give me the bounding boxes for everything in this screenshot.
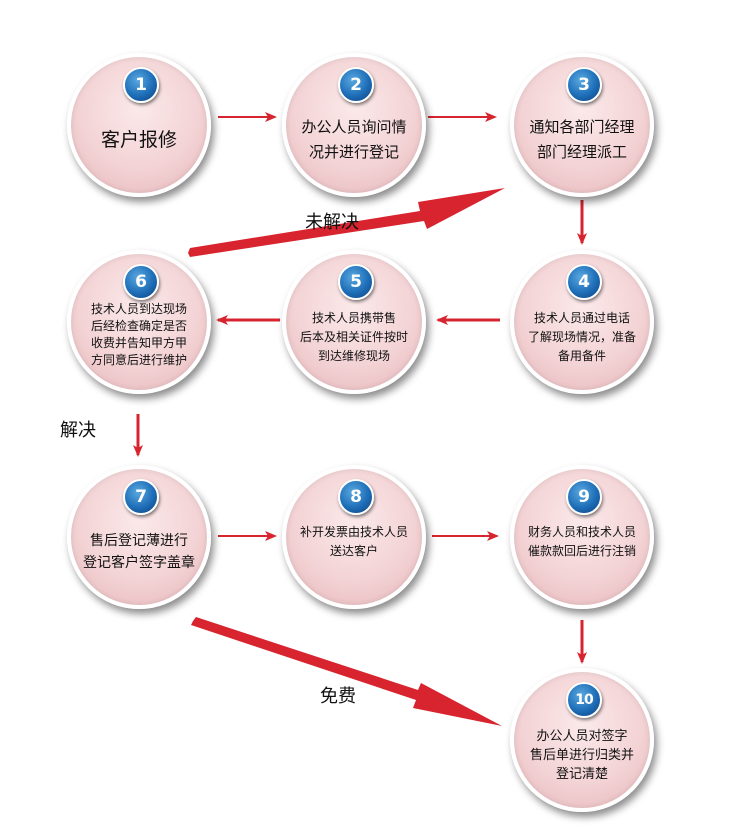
step-7-node: 7 售后登记薄进行 登记客户签字盖章 bbox=[67, 465, 211, 609]
step-3-badge: 3 bbox=[566, 67, 602, 103]
step-1-badge: 1 bbox=[123, 67, 159, 103]
step-2-node: 2 办公人员询问情 况并进行登记 bbox=[282, 53, 426, 197]
step-7-badge: 7 bbox=[123, 479, 159, 515]
step-2-badge: 2 bbox=[338, 67, 374, 103]
step-9-badge: 9 bbox=[566, 479, 602, 515]
step-4-label: 技术人员通过电话 了解现场情况，准备 备用备件 bbox=[527, 310, 636, 363]
step-5-node: 5 技术人员携带售 后本及相关证件按时 到达维修现场 bbox=[282, 250, 426, 394]
step-6-badge: 6 bbox=[123, 264, 159, 300]
step-4-node: 4 技术人员通过电话 了解现场情况，准备 备用备件 bbox=[510, 250, 654, 394]
step-8-node: 8 补开发票由技术人员 送达客户 bbox=[282, 465, 426, 609]
edge-label-unresolved: 未解决 bbox=[305, 212, 359, 233]
step-9-node: 9 财务人员和技术人员 催款款回后进行注销 bbox=[510, 465, 654, 609]
step-2-label: 办公人员询问情 况并进行登记 bbox=[301, 118, 407, 161]
step-3-label: 通知各部门经理 部门经理派工 bbox=[529, 118, 635, 161]
step-4-badge: 4 bbox=[566, 264, 602, 300]
step-10-node: 10 办公人员对签字 售后单进行归类并 登记清楚 bbox=[510, 668, 654, 812]
step-9-label: 财务人员和技术人员 催款款回后进行注销 bbox=[527, 525, 636, 558]
step-8-label: 补开发票由技术人员 送达客户 bbox=[299, 525, 408, 558]
step-7-label: 售后登记薄进行 登记客户签字盖章 bbox=[83, 533, 195, 571]
step-10-label: 办公人员对签字 售后单进行归类并 登记清楚 bbox=[529, 728, 634, 782]
step-1-node: 1 客户报修 bbox=[67, 53, 211, 197]
step-10-badge: 10 bbox=[566, 682, 602, 718]
step-6-node: 6 技术人员到达现场 后经检查确定是否 收费并告知甲方甲 方同意后进行维护 bbox=[67, 250, 211, 394]
edge-label-free: 免费 bbox=[320, 686, 356, 707]
step-5-label: 技术人员携带售 后本及相关证件按时 到达维修现场 bbox=[299, 310, 408, 363]
arrow-6-to-3-unresolved bbox=[188, 188, 505, 257]
step-5-badge: 5 bbox=[338, 264, 374, 300]
step-8-badge: 8 bbox=[338, 479, 374, 515]
step-1-label: 客户报修 bbox=[100, 129, 177, 151]
arrow-7-to-10-free bbox=[191, 617, 502, 726]
step-6-label: 技术人员到达现场 后经检查确定是否 收费并告知甲方甲 方同意后进行维护 bbox=[90, 302, 187, 367]
edge-label-resolved: 解决 bbox=[60, 420, 96, 441]
step-3-node: 3 通知各部门经理 部门经理派工 bbox=[510, 53, 654, 197]
